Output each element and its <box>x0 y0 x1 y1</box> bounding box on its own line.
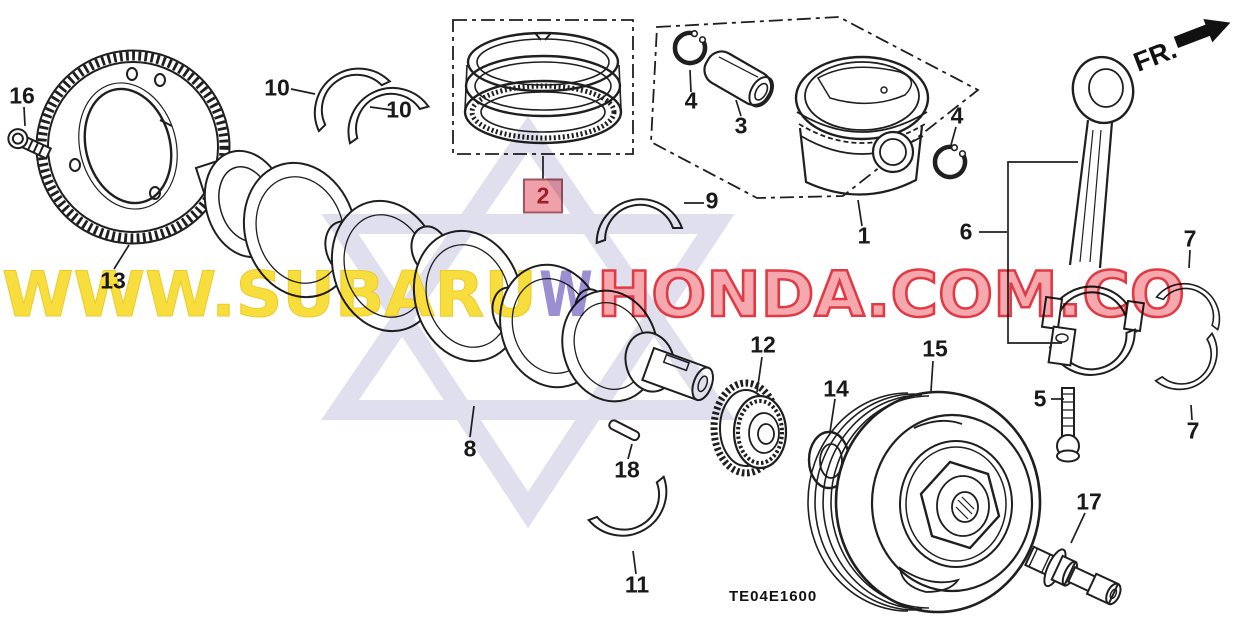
piston-1-drawing <box>794 55 930 196</box>
part-label-4a: 4 <box>684 87 698 114</box>
part-label-9: 9 <box>705 187 719 214</box>
circlip-4a-drawing <box>672 30 708 66</box>
part-label-10a: 10 <box>264 74 290 101</box>
part-label-15: 15 <box>922 335 948 362</box>
connecting-rod-6-drawing <box>1040 55 1146 384</box>
bearing-7b-drawing <box>1154 332 1233 406</box>
part-label-7a: 7 <box>1183 225 1197 252</box>
part-label-10b: 10 <box>386 96 412 123</box>
pulley-15-drawing <box>807 390 1042 614</box>
part-label-18: 18 <box>614 456 640 483</box>
part-label-8: 8 <box>463 435 477 462</box>
front-direction-arrow: FR. <box>1129 19 1231 78</box>
part-label-3: 3 <box>734 112 748 139</box>
fr-label: FR. <box>1129 34 1180 78</box>
part-label-14: 14 <box>823 375 849 402</box>
part-label-12: 12 <box>750 331 776 358</box>
label-6-bracket <box>1007 161 1078 344</box>
part-label-11: 11 <box>624 571 650 598</box>
bearing-11-drawing <box>587 475 683 553</box>
drawing-code: TE04E1600 <box>729 588 818 605</box>
circlip-4b-drawing <box>932 144 968 180</box>
part-label-5: 5 <box>1033 385 1047 412</box>
part-label-13: 13 <box>100 267 126 294</box>
part-label-1: 1 <box>857 222 871 249</box>
part-label-17: 17 <box>1076 488 1102 515</box>
bolt-17-drawing <box>1024 545 1122 606</box>
key-18-drawing <box>608 419 641 442</box>
fr-arrow-icon <box>1173 19 1231 49</box>
bolt-5-drawing <box>1056 387 1080 463</box>
bolt-16-drawing <box>7 128 53 160</box>
piston-pin-3-drawing <box>703 50 774 108</box>
crankshaft-8-drawing <box>194 149 714 403</box>
part-label-6: 6 <box>959 218 973 245</box>
gear-12-drawing <box>710 379 788 477</box>
ring-gear-13-drawing <box>35 49 231 245</box>
part-label-7b: 7 <box>1186 417 1200 444</box>
part-label-16: 16 <box>9 82 35 109</box>
piston-assembly-box <box>650 16 980 199</box>
part-label-2-highlighted: 2 <box>523 178 563 214</box>
bearing-7a-drawing <box>1155 270 1233 331</box>
part-label-4b: 4 <box>950 102 964 129</box>
bearing-9-drawing <box>589 191 683 245</box>
piston-rings-2-drawing <box>452 19 634 155</box>
